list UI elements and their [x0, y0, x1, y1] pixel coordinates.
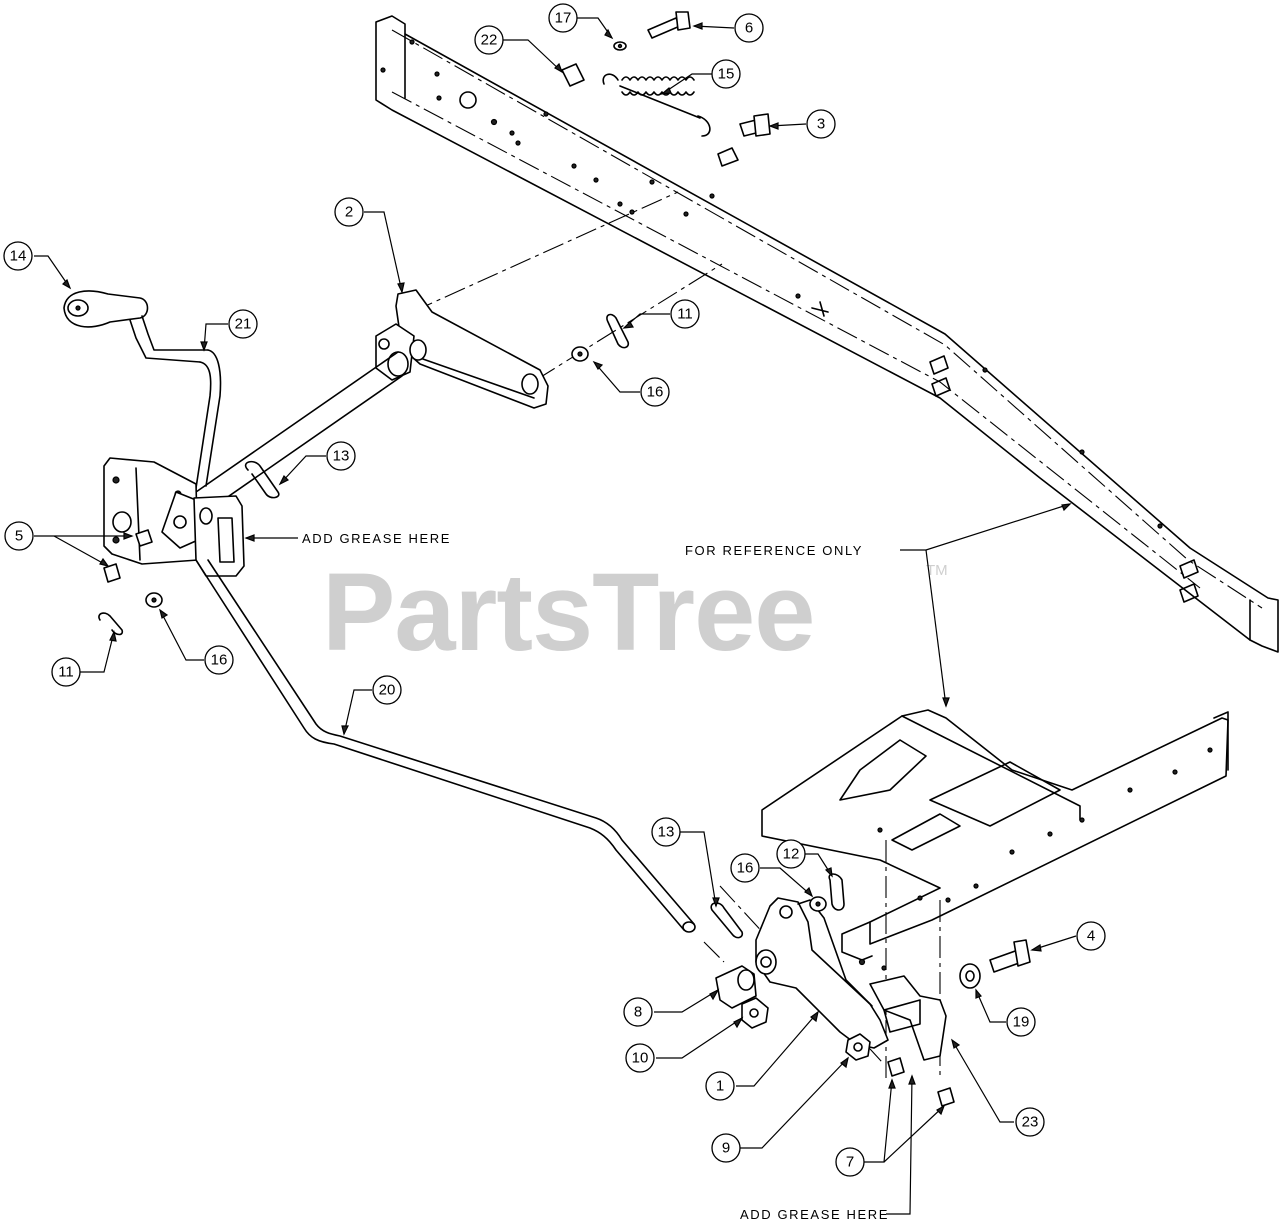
- svg-text:10: 10: [632, 1050, 649, 1067]
- callout-22: 22: [474, 25, 504, 55]
- svg-text:8: 8: [634, 1004, 642, 1021]
- callout-21: 21: [228, 309, 258, 339]
- callout-4: 4: [1076, 921, 1106, 951]
- callout-1: 1: [705, 1071, 735, 1101]
- callout-20: 20: [372, 675, 402, 705]
- upper-frame-rail: [375, 15, 1279, 653]
- lift-arm-bracket: [195, 289, 549, 513]
- callout-23: 23: [1015, 1107, 1045, 1137]
- plate-holes: [858, 747, 1213, 971]
- callout-2: 2: [334, 197, 364, 227]
- leader-arrowheads: [62, 22, 1072, 1116]
- svg-text:16: 16: [737, 860, 754, 877]
- pivot-bracket: [710, 873, 1031, 1107]
- lower-frame-plate: [761, 709, 1229, 971]
- svg-text:16: 16: [647, 384, 664, 401]
- svg-text:13: 13: [658, 824, 675, 841]
- callout-7: 7: [835, 1147, 865, 1177]
- svg-text:15: 15: [718, 66, 735, 83]
- svg-text:5: 5: [15, 528, 23, 545]
- callout-5: 5: [4, 521, 34, 551]
- callout-16-left: 16: [204, 645, 234, 675]
- svg-text:2: 2: [345, 204, 353, 221]
- svg-text:14: 14: [10, 248, 27, 265]
- callout-10: 10: [625, 1043, 655, 1073]
- svg-text:23: 23: [1022, 1114, 1039, 1131]
- svg-text:12: 12: [783, 846, 800, 863]
- callout-17: 17: [548, 3, 578, 33]
- callout-6: 6: [734, 13, 764, 43]
- svg-text:22: 22: [481, 32, 498, 49]
- svg-text:4: 4: [1087, 928, 1095, 945]
- grease-note-lower: ADD GREASE HERE: [740, 1207, 889, 1221]
- svg-text:1: 1: [716, 1078, 724, 1095]
- svg-text:7: 7: [846, 1154, 854, 1171]
- svg-text:3: 3: [817, 116, 825, 133]
- watermark-trademark: TM: [926, 562, 948, 579]
- hardware-upper-right: [571, 313, 630, 362]
- callout-8: 8: [623, 997, 653, 1027]
- rail-holes: [380, 39, 1163, 529]
- svg-text:11: 11: [58, 664, 74, 681]
- lift-handle: [63, 290, 222, 489]
- callouts: 17 6 22 15 3 2 14 21 11 16 13 5 11 16 20…: [3, 3, 1106, 1177]
- callout-14: 14: [3, 241, 33, 271]
- lift-rod: [195, 559, 696, 933]
- callout-3: 3: [806, 109, 836, 139]
- svg-text:16: 16: [211, 652, 228, 669]
- hardware-top: [561, 11, 771, 167]
- svg-text:6: 6: [745, 20, 753, 37]
- leader-lines: [34, 17, 1077, 1215]
- watermark: PartsTree TM: [322, 551, 948, 674]
- callout-13-lower: 13: [651, 817, 681, 847]
- reference-note: FOR REFERENCE ONLY: [685, 543, 863, 558]
- watermark-text: PartsTree: [322, 551, 814, 674]
- callout-12: 12: [776, 839, 806, 869]
- svg-text:20: 20: [379, 682, 396, 699]
- svg-text:13: 13: [333, 448, 350, 465]
- grease-note-upper: ADD GREASE HERE: [302, 531, 451, 546]
- callout-15: 15: [711, 59, 741, 89]
- svg-text:19: 19: [1013, 1014, 1030, 1031]
- svg-text:17: 17: [555, 10, 572, 27]
- left-mount-assembly: [98, 457, 280, 636]
- callout-16-upper: 16: [640, 377, 670, 407]
- notes: ADD GREASE HERE FOR REFERENCE ONLY ADD G…: [302, 531, 889, 1221]
- callout-11-upper: 11: [670, 299, 700, 329]
- callout-19: 19: [1006, 1007, 1036, 1037]
- svg-text:9: 9: [722, 1140, 730, 1157]
- callout-16-lower: 16: [730, 853, 760, 883]
- svg-text:21: 21: [235, 316, 252, 333]
- callout-11-lower: 11: [51, 657, 81, 687]
- callout-13-upper: 13: [326, 441, 356, 471]
- svg-text:11: 11: [677, 306, 693, 323]
- callout-9: 9: [711, 1133, 741, 1163]
